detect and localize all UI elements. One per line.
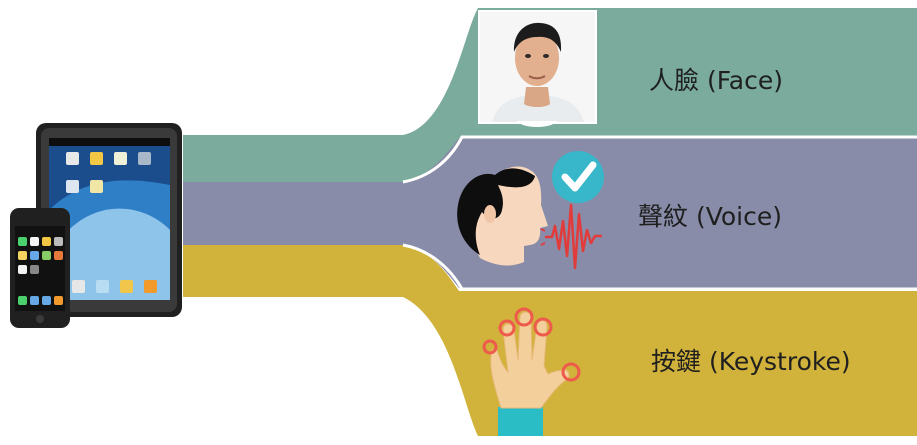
band-separator [402, 135, 917, 184]
voice-band [183, 138, 917, 288]
face-label: 人臉 (Face) [649, 66, 783, 95]
keystroke-band [183, 245, 917, 436]
keystroke-label: 按鍵 (Keystroke) [651, 347, 851, 376]
hand-keystroke-icon [482, 307, 581, 436]
devices-icon [10, 123, 182, 328]
check-icon [552, 151, 604, 203]
face-photo [478, 10, 597, 127]
voice-label: 聲紋 (Voice) [638, 202, 782, 231]
voice-speaker-icon [457, 166, 548, 266]
band-separator [402, 243, 917, 291]
soundwave-icon [540, 203, 602, 270]
